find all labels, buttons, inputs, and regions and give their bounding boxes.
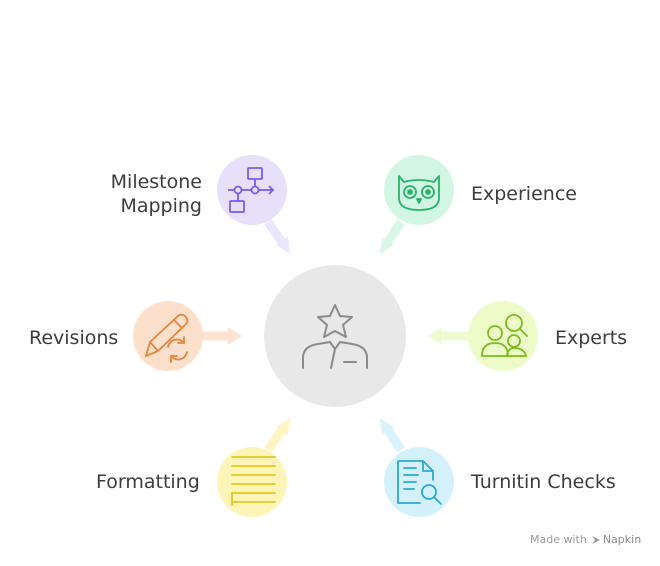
milestone-mapping-label: Milestone Mapping — [90, 170, 202, 218]
turnitin-checks-label: Turnitin Checks — [471, 471, 616, 493]
experience-label: Experience — [471, 183, 577, 205]
owl-icon — [398, 175, 440, 211]
arrow-revisions — [200, 327, 242, 345]
center-node — [264, 265, 406, 407]
milestone-label-line2: Mapping — [120, 195, 202, 217]
formatting-label: Formatting — [96, 471, 200, 493]
milestone-node — [217, 155, 287, 225]
person-star-icon — [302, 304, 368, 369]
experts-node — [468, 301, 538, 371]
milestone-label-line1: Milestone — [110, 171, 202, 193]
made-with-napkin-footer[interactable]: Made with Napkin — [530, 533, 641, 546]
arrow-turnitin — [380, 418, 405, 453]
text-lines-icon — [231, 456, 276, 506]
napkin-logo-icon — [591, 536, 600, 544]
revisions-label: Revisions — [29, 327, 119, 349]
flowchart-icon — [228, 167, 275, 213]
people-search-icon — [481, 314, 528, 357]
revisions-node — [133, 301, 203, 371]
arrow-experts — [428, 327, 470, 345]
made-with-text: Made with — [530, 533, 587, 546]
arrow-milestone — [264, 219, 290, 254]
document-search-icon — [397, 460, 442, 505]
formatting-node — [217, 447, 287, 517]
experience-node — [384, 155, 454, 225]
experts-label: Experts — [555, 327, 628, 349]
turnitin-node — [384, 447, 454, 517]
pencil-refresh-icon — [145, 313, 189, 363]
arrow-experience — [380, 219, 405, 254]
napkin-brand-text: Napkin — [602, 533, 642, 546]
arrow-formatting — [264, 418, 290, 453]
